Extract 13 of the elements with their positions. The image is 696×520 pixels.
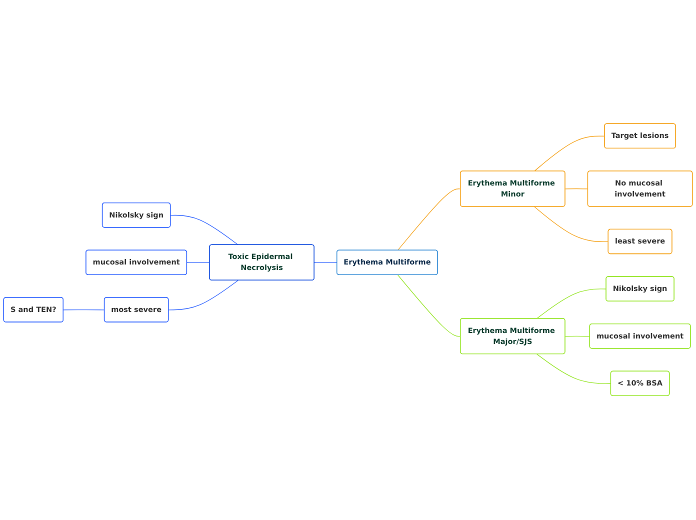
connector: [536, 354, 612, 384]
connector: [536, 288, 607, 320]
connector: [534, 136, 606, 172]
connector: [564, 188, 588, 190]
connector: [170, 215, 238, 246]
connector: [534, 206, 609, 242]
connector: [186, 262, 210, 264]
connector: [397, 274, 461, 337]
connector: [314, 262, 338, 264]
connector: [168, 280, 238, 311]
connector: [564, 336, 590, 337]
connector: [63, 310, 105, 311]
connector: [397, 188, 461, 251]
